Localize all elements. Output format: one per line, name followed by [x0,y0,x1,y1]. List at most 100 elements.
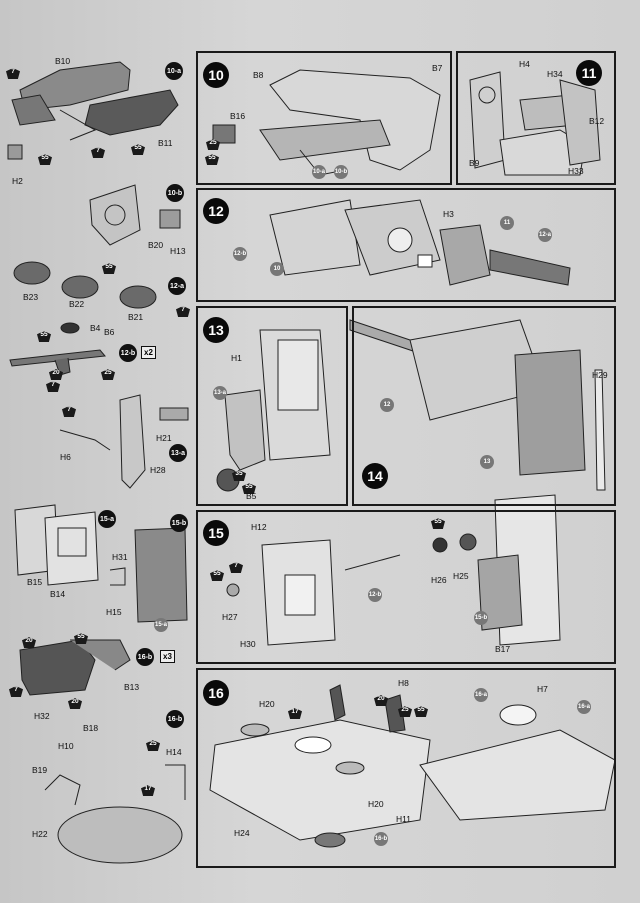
rollers-art [13,261,157,309]
sub-12a-badge: 12-a [168,277,186,295]
paint-code-35: 35 [232,470,246,481]
paint-code-55: 55 [74,633,88,644]
step-16-box [196,668,616,868]
part-label: H34 [547,69,563,79]
multiplier-x2: x2 [141,346,156,359]
step-10-callout: 10 [270,262,284,276]
panels-15a-art [14,504,99,586]
paint-code-7: 7 [6,68,20,79]
step-11-callout: 11 [500,216,514,230]
part-label: B7 [432,63,443,73]
part-label: H8 [398,678,409,688]
step-number-10: 10 [203,62,229,88]
part-label: H14 [166,747,182,757]
sub-10a-badge: 10-a [165,62,183,80]
step12-art [269,199,571,286]
part-label: H26 [431,575,447,585]
step-12-box [196,188,616,302]
step-number-14: 14 [362,463,388,489]
part-label: H21 [156,433,172,443]
step-number-12: 12 [203,198,229,224]
part-label: B10 [55,56,71,66]
step-11-box [456,51,616,185]
part-label: H1 [231,353,242,363]
step13-art [216,329,331,492]
sub-13a-callout: 13-a [213,386,227,400]
part-label: B5 [246,491,257,501]
plate-15b-art [109,527,188,623]
part-label: B20 [148,240,164,250]
part-label: H4 [519,59,530,69]
part-label: B12 [589,116,605,126]
part-label: H7 [537,684,548,694]
sub-16b-callout: 16-b [374,832,388,846]
step-13-box [196,306,348,506]
paint-code-7: 7 [46,381,60,392]
part-label: H2 [12,176,23,186]
part-label: B4 [90,323,101,333]
part-label: H10 [58,741,74,751]
sub-10b-callout: 10-b [334,165,348,179]
sub-12b-callout-2: 12-b [368,588,382,602]
part-label: H13 [170,246,186,256]
part-label: H32 [34,711,50,721]
paint-code-55: 55 [414,706,428,717]
sub-15b-badge: 15-b [170,514,188,532]
hatch-16b-art [19,639,186,864]
paint-code-20: 20 [22,637,36,648]
step15-art [226,494,561,646]
part-label: H15 [106,607,122,617]
step-15-box [196,510,616,664]
assembly-10a-art [7,61,179,160]
sub-16a-callout-2: 16-a [577,700,591,714]
step-13-callout: 13 [480,455,494,469]
paint-code-55: 55 [102,263,116,274]
part-label: B18 [83,723,99,733]
lever-13a-art [59,394,189,489]
sub-16b-badge: 16-b [136,648,154,666]
sub-13a-badge: 13-a [169,444,187,462]
paint-code-25: 25 [101,369,115,380]
step10-art [212,69,441,176]
step-number-16: 16 [203,680,229,706]
step16-art [209,684,616,848]
paint-code-55: 55 [205,154,219,165]
part-label: H30 [240,639,256,649]
part-label: B11 [158,138,173,148]
sub-12b-badge: 12-b [119,344,137,362]
sub-12b-callout: 12-b [233,247,247,261]
paint-code-17: 17 [141,785,155,796]
sub-16a-callout: 16-a [474,688,488,702]
part-label: B14 [50,589,66,599]
part-label: H11 [396,814,411,824]
paint-code-7: 7 [91,147,105,158]
part-label: H31 [112,552,128,562]
paint-code-55: 55 [37,331,51,342]
paint-code-55: 55 [431,518,445,529]
step-12-callout: 12 [380,398,394,412]
part-label: H28 [150,465,166,475]
paint-code-7: 7 [62,406,76,417]
sub-16b-badge-2: 16-b [166,710,184,728]
part-label: H12 [251,522,267,532]
part-label: B13 [124,682,140,692]
sub-10a-callout: 10-a [312,165,326,179]
gun-12b-art [9,322,106,376]
part-label: B22 [69,299,85,309]
step14-art [349,319,606,491]
paint-code-55: 55 [210,570,224,581]
part-label: B23 [23,292,39,302]
sub-10b-badge: 10-b [166,184,184,202]
sub-15a-callout: 15-a [154,618,168,632]
part-label: B21 [128,312,144,322]
part-label: B6 [104,327,115,337]
part-label: B15 [27,577,43,587]
part-label: B17 [495,644,511,654]
part-label: H20 [259,699,275,709]
part-label: B8 [253,70,264,80]
sub-15b-callout: 15-b [474,611,488,625]
part-label: H3 [443,209,454,219]
paint-code-55: 55 [242,483,256,494]
